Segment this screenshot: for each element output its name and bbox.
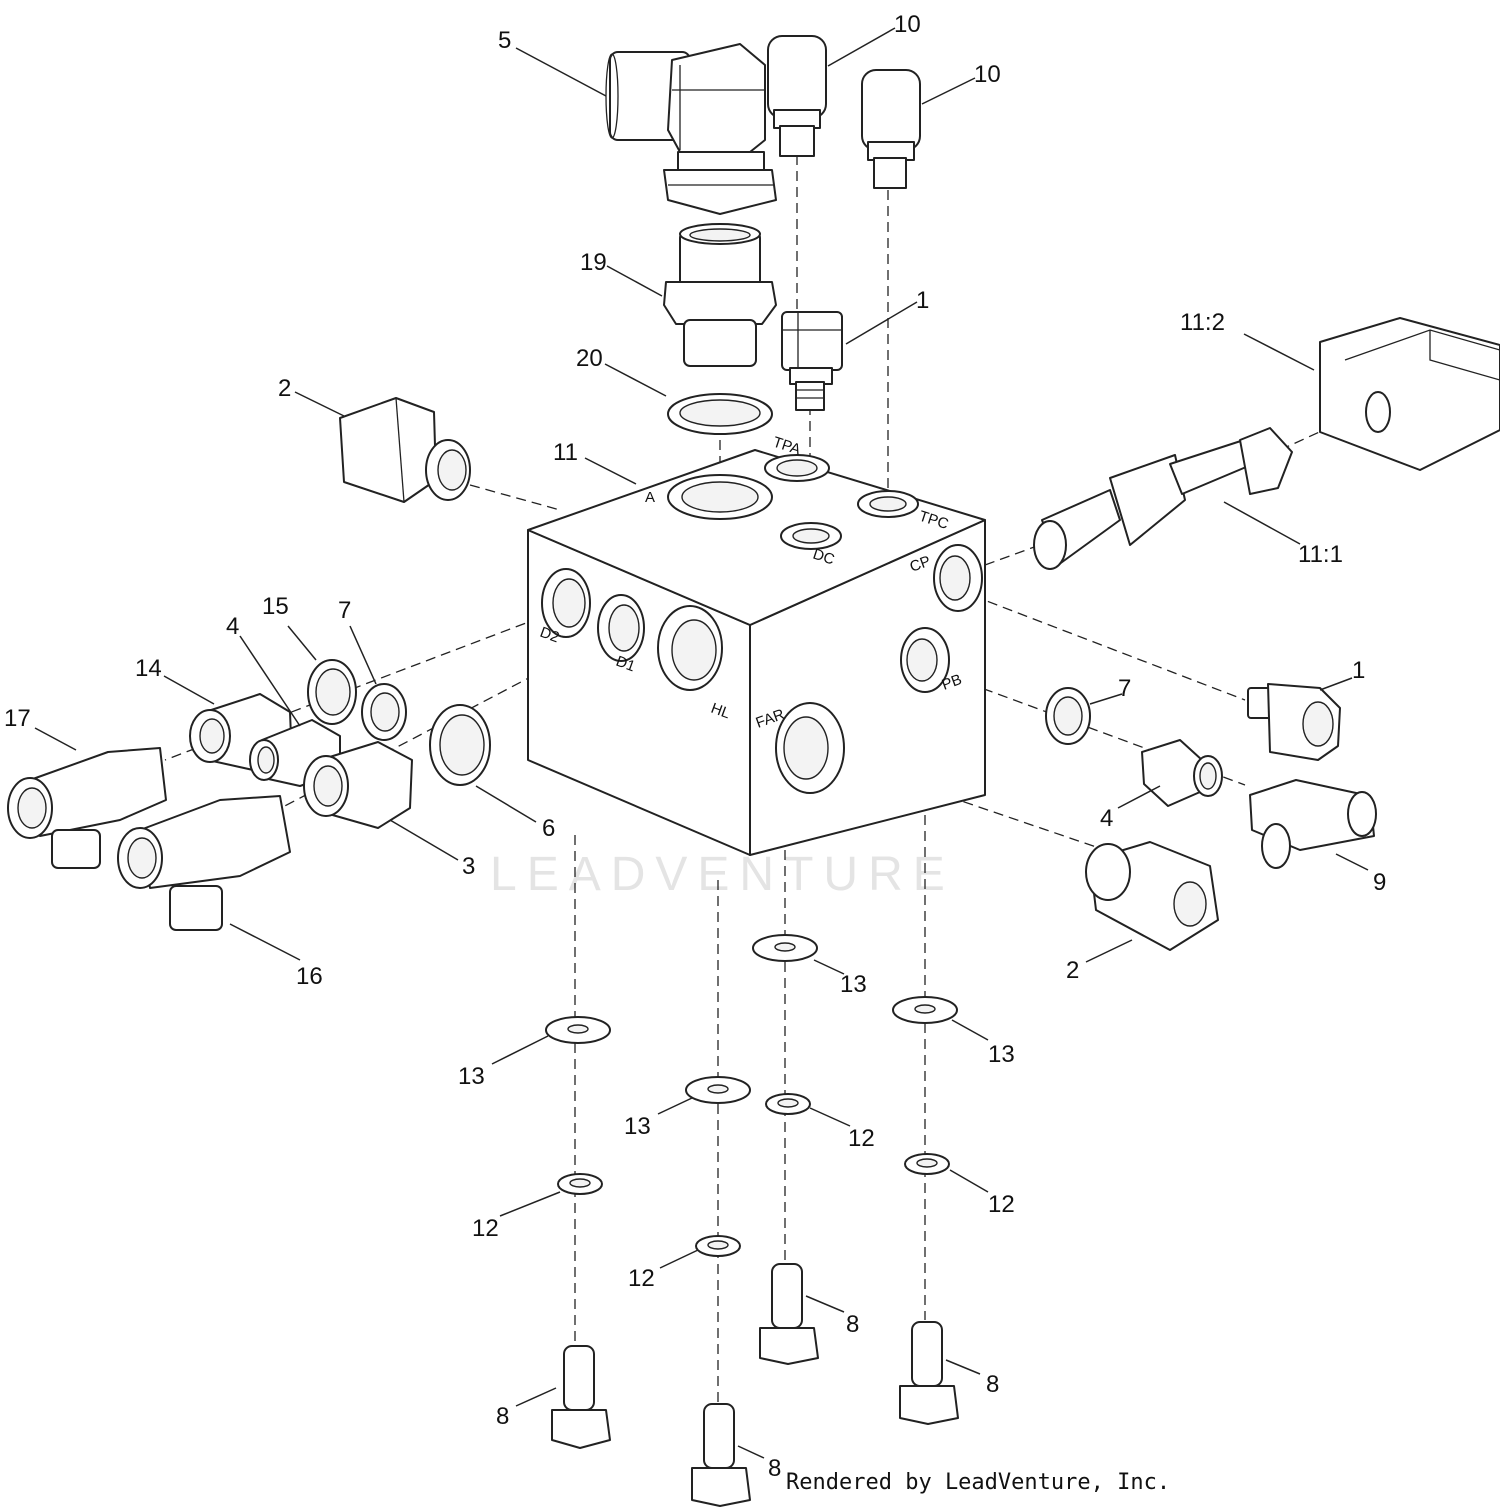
callout-7: 7 [338,597,351,624]
render-credit: Rendered by LeadVenture, Inc. [786,1470,1171,1495]
solenoid-stem-11-1 [1033,427,1293,570]
o-ring-6 [429,704,491,786]
callout-4: 4 [226,613,239,640]
manifold-block [527,449,986,856]
valve-1-top [781,311,843,411]
elbow-fitting-17 [7,747,167,869]
port-label-a: A [645,489,655,506]
elbow-fitting-9 [1249,779,1377,869]
callout-2: 2 [278,375,291,402]
callout-12: 12 [848,1125,875,1152]
lock-washer-12-b [695,1235,741,1257]
elbow-fitting-5 [605,43,777,215]
callout-labels: 5 10 10 19 1 20 2 11 11:2 11:1 15 7 4 14… [4,11,1386,1482]
callout-10: 10 [894,11,921,38]
callout-4: 4 [1100,805,1113,832]
callout-7: 7 [1118,675,1131,702]
callout-8: 8 [496,1403,509,1430]
callout-2: 2 [1066,957,1079,984]
callout-6: 6 [542,815,555,842]
callout-8: 8 [986,1371,999,1398]
callout-1: 1 [1352,657,1365,684]
port-label-tpa: TPA [771,434,803,459]
bolt-8-a [551,1345,611,1449]
callout-13: 13 [840,971,867,998]
callout-19: 19 [580,249,607,276]
callout-8: 8 [846,1311,859,1338]
fitting-2-lower [1085,841,1219,951]
callout-11-1: 11:1 [1298,541,1343,568]
o-ring-7-right [1045,687,1091,745]
port-label-dc: DC [811,546,837,569]
port-label-pb: PB [940,671,965,694]
callout-16: 16 [296,963,323,990]
solenoid-coil-11-2 [1319,317,1500,471]
valve-1-right [1247,683,1341,761]
callout-3: 3 [462,853,475,880]
callout-13: 13 [624,1113,651,1140]
lock-washer-12-d [904,1153,950,1175]
fitting-4-right [1141,739,1223,807]
callout-15: 15 [262,593,289,620]
bolt-8-c [759,1263,819,1365]
washer-13-d [892,996,958,1024]
port-label-cp: CP [908,553,933,576]
watermark: LEADVENTURE [490,848,955,901]
port-label-d1: D1 [614,653,638,676]
callout-5: 5 [498,27,511,54]
lock-washer-12-a [557,1173,603,1195]
o-ring-15 [307,659,357,725]
callout-12: 12 [628,1265,655,1292]
bolt-8-b [691,1403,751,1507]
callout-10: 10 [974,61,1001,88]
callout-1: 1 [916,287,929,314]
callout-13: 13 [458,1063,485,1090]
port-label-d2: D2 [538,624,562,647]
cap-10-left [767,35,827,157]
callout-12: 12 [988,1191,1015,1218]
elbow-fitting-16 [117,795,291,931]
fitting-3 [303,741,413,829]
callout-11-2: 11:2 [1180,309,1225,336]
callout-12: 12 [472,1215,499,1242]
assembly-axis-lines [164,155,1351,1410]
port-label-hl: HL [709,700,733,723]
lock-washer-12-c [765,1093,811,1115]
fitting-2-upper [339,397,471,503]
callout-17: 17 [4,705,31,732]
washer-13-c [752,934,818,962]
callout-13: 13 [988,1041,1015,1068]
cap-10-right [861,69,921,189]
o-ring-7-left [361,683,407,741]
callout-11: 11 [553,439,578,466]
callout-14: 14 [135,655,162,682]
callout-8: 8 [768,1455,781,1482]
leader-lines [34,27,1369,1459]
callout-9: 9 [1373,869,1386,896]
bolt-8-d [899,1321,959,1425]
o-ring-20 [667,393,773,435]
adapter-19 [663,223,777,367]
washer-13-a [545,1016,611,1044]
callout-20: 20 [576,345,603,372]
washer-13-b [685,1076,751,1104]
